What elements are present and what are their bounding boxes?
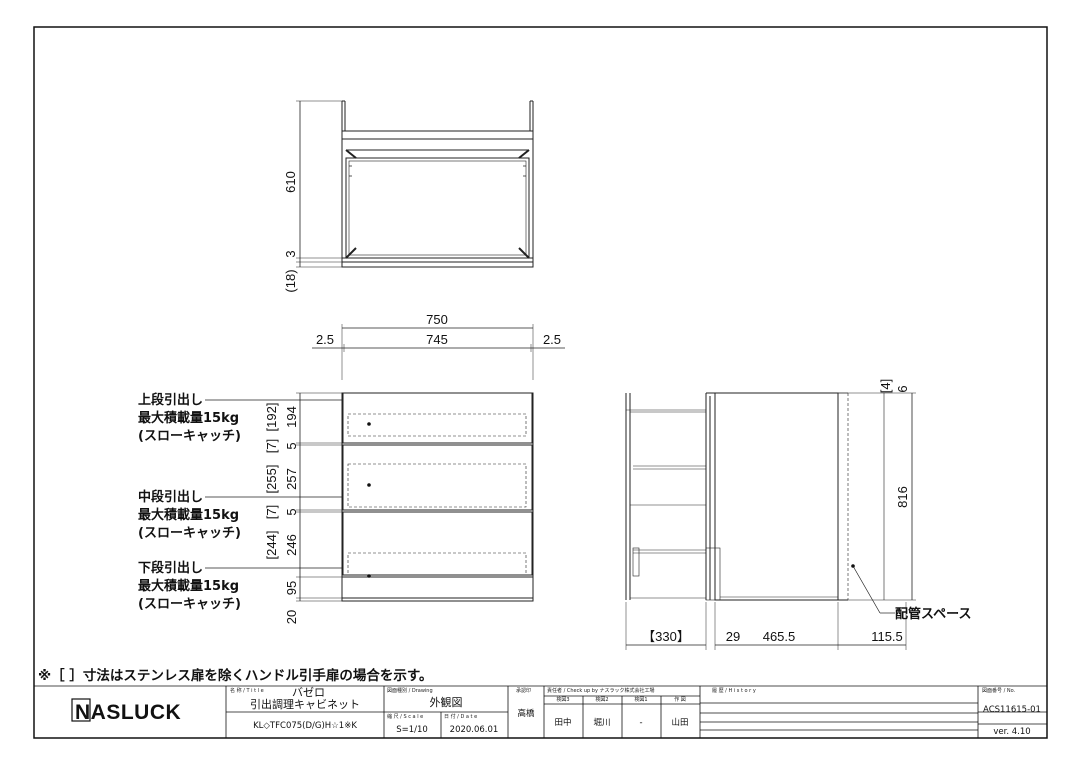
middle-drawer-catch: (スローキャッチ) xyxy=(138,526,241,541)
side-view xyxy=(625,392,916,650)
upper-drawer-catch: (スローキャッチ) xyxy=(138,429,241,444)
lower-drawer-catch: (スローキャッチ) xyxy=(138,597,241,612)
approver-value: 高橋 xyxy=(517,708,535,719)
dim-115-5: 115.5 xyxy=(871,629,903,644)
lower-drawer-load: 最大積載量15kg xyxy=(138,578,239,594)
model-number: KL◇TFC075(D/G)H☆1※K xyxy=(253,721,357,731)
top-view xyxy=(296,100,534,268)
dim-18: (18) xyxy=(283,269,298,292)
top-view-body xyxy=(341,130,534,268)
drawing-type: 外観図 xyxy=(430,695,463,709)
dim-2-5-right: 2.5 xyxy=(543,332,561,347)
dim-20: 20 xyxy=(284,610,299,624)
side-view-body xyxy=(714,392,839,601)
dim-244: [244] xyxy=(264,531,279,560)
approver-label: 承認印 xyxy=(516,687,531,694)
history-label: 履 歴 / H i s t o r y xyxy=(712,688,756,694)
upper-drawer-load: 最大積載量15kg xyxy=(138,410,239,426)
dim-330: 【330】 xyxy=(642,629,690,644)
dim-2-5-left: 2.5 xyxy=(316,332,334,347)
dim-5-a: 5 xyxy=(284,442,299,449)
doc-no: ACS11615-01 xyxy=(983,705,1041,715)
product-name: 引出調理キャビネット xyxy=(250,697,360,711)
dimension-note: ※［ ］寸法はステンレス扉を除くハンドル引手扉の場合を示す。 xyxy=(38,667,432,684)
check-val-4: 山田 xyxy=(671,717,688,728)
doc-no-label: 図面番号 / No. xyxy=(982,687,1016,694)
dim-194: 194 xyxy=(284,406,299,428)
title-block xyxy=(34,685,1047,738)
middle-drawer-label: 中段引出し xyxy=(138,489,203,505)
dim-7-b: [7] xyxy=(264,505,279,519)
check-col-4: 作 図 xyxy=(674,696,686,703)
logo-n-box xyxy=(71,698,91,722)
date-value: 2020.06.01 xyxy=(450,725,499,735)
company-logo: NASLUCK xyxy=(75,701,181,724)
upper-drawer-label: 上段引出し xyxy=(138,392,203,408)
dim-192: [192] xyxy=(264,403,279,432)
check-label: 責任者 / Check up by ナスラック株式会社工場 xyxy=(547,687,655,694)
dim-95: 95 xyxy=(284,581,299,595)
check-val-3: - xyxy=(639,718,642,728)
name-brand: バゼロ xyxy=(292,686,325,699)
check-col-2: 検図2 xyxy=(595,696,608,703)
dim-816: 816 xyxy=(895,486,910,508)
lower-drawer-face xyxy=(342,511,533,576)
date-label: 日 付 / D a t e xyxy=(444,713,477,720)
front-view xyxy=(205,324,565,602)
middle-drawer-load: 最大積載量15kg xyxy=(138,507,239,523)
dim-4: [4] xyxy=(878,379,893,393)
lower-drawer-label: 下段引出し xyxy=(138,560,203,576)
name-label: 名 称 / T i t l e xyxy=(230,687,264,694)
check-col-1: 検図3 xyxy=(556,696,569,703)
doc-version: ver. 4.10 xyxy=(993,727,1030,737)
dim-255: [255] xyxy=(264,465,279,494)
scale-label: 縮 尺 / S c a l e xyxy=(387,713,423,720)
dim-29: 29 xyxy=(726,629,740,644)
check-col-3: 検図1 xyxy=(634,696,647,703)
upper-drawer-face xyxy=(342,392,533,444)
dim-3: 3 xyxy=(283,250,298,257)
dim-5-b: 5 xyxy=(284,508,299,515)
dim-7-a: [7] xyxy=(264,439,279,453)
scale-value: S=1/10 xyxy=(396,725,428,735)
dim-465-5: 465.5 xyxy=(763,629,796,644)
drawing-type-label: 図面種別 / Drawing xyxy=(387,687,433,694)
dim-6: 6 xyxy=(895,385,910,392)
dim-610: 610 xyxy=(283,171,298,193)
dim-246: 246 xyxy=(284,534,299,556)
check-val-2: 堀川 xyxy=(593,718,610,728)
pipe-space-label: 配管スペース xyxy=(895,606,971,622)
sheet-border xyxy=(33,26,1048,739)
dim-257: 257 xyxy=(284,468,299,490)
dim-745: 745 xyxy=(426,332,448,347)
dim-750: 750 xyxy=(426,312,448,327)
middle-drawer-face xyxy=(342,444,533,511)
check-val-1: 田中 xyxy=(554,717,571,728)
